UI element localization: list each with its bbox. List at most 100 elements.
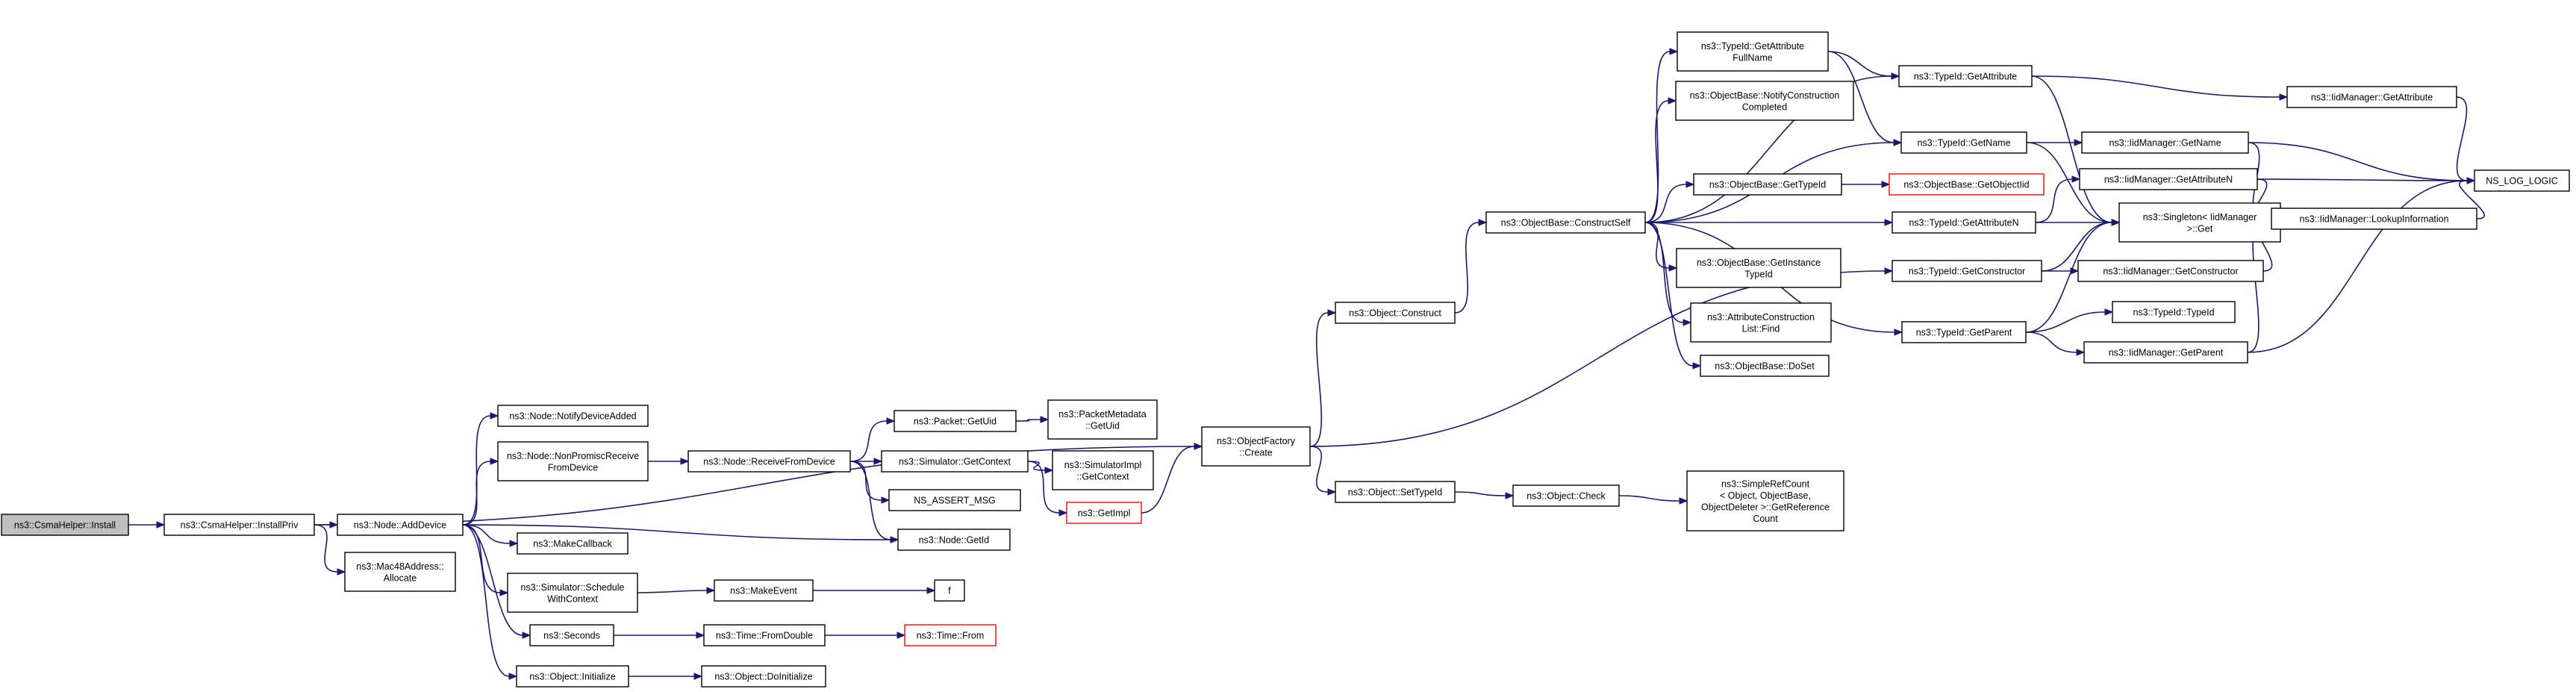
edge-line <box>462 524 891 540</box>
node-objectbase-notifyconstructioncompleted[interactable]: ns3::ObjectBase::NotifyConstructionCompl… <box>1675 81 1854 121</box>
edge-iidmanager-getattributen-to-ns-log-logic <box>2257 177 2476 184</box>
node-objectbase-gettypeid[interactable]: ns3::ObjectBase::GetTypeId <box>1693 173 1842 196</box>
node-iidmanager-getattribute[interactable]: ns3::IidManager::GetAttribute <box>2286 86 2457 108</box>
node-box <box>2081 131 2249 154</box>
node-typeid-getparent[interactable]: ns3::TypeId::GetParent <box>1901 321 2027 343</box>
edge-line <box>462 524 510 677</box>
node-label: NS_ASSERT_MSG <box>914 496 996 506</box>
node-typeid-getattributen[interactable]: ns3::TypeId::GetAttributeN <box>1892 211 2036 234</box>
edge-line <box>2031 75 2112 223</box>
node-typeid-getattribute[interactable]: ns3::TypeId::GetAttribute <box>1898 65 2033 87</box>
edge-iidmanager-getname-to-ns-log-logic <box>2248 142 2476 184</box>
node-iidmanager-lookupinformation[interactable]: ns3::IidManager::LookupInformation <box>2271 208 2477 230</box>
node-box <box>1 514 129 536</box>
node-makecallback[interactable]: ns3::MakeCallback <box>517 532 629 555</box>
node-ns-log-logic[interactable]: NS_LOG_LOGIC <box>2474 169 2570 192</box>
node-objectfactory-create[interactable]: ns3::ObjectFactory::Create <box>1201 426 1311 467</box>
node-objectbase-constructself[interactable]: ns3::ObjectBase::ConstructSelf <box>1485 211 1646 234</box>
edge-line <box>2041 222 2112 272</box>
node-box <box>344 552 456 592</box>
node-typeid-getname[interactable]: ns3::TypeId::GetName <box>1900 131 2027 154</box>
node-objectbase-getobjectiid[interactable]: ns3::ObjectBase::GetObjectIid <box>1889 173 2045 196</box>
node-csmahelper-installpriv[interactable]: ns3::CsmaHelper::InstallPriv <box>163 514 315 536</box>
node-iidmanager-getname[interactable]: ns3::IidManager::GetName <box>2081 131 2249 154</box>
node-time-fromdouble[interactable]: ns3::Time::FromDouble <box>703 624 826 646</box>
node-simplerefcount-getreferencecount[interactable]: ns3::SimpleRefCount< Object, ObjectBase,… <box>1686 470 1844 532</box>
node-box <box>1690 302 1832 343</box>
arrowhead <box>1682 319 1692 326</box>
node-typeid-getconstructor[interactable]: ns3::TypeId::GetConstructor <box>1892 260 2042 282</box>
edge-object-construct-to-objectbase-constructself <box>1454 219 1488 314</box>
arrowhead <box>1692 362 1702 370</box>
node-box <box>1201 426 1311 467</box>
edge-line <box>2257 178 2468 181</box>
node-box <box>1675 81 1854 121</box>
node-label: ns3::ObjectFactory <box>1217 436 1296 446</box>
node-node-adddevice[interactable]: ns3::Node::AddDevice <box>337 514 464 536</box>
node-object-doinitialize[interactable]: ns3::Object::DoInitialize <box>701 665 826 688</box>
node-getimpl[interactable]: ns3::GetImpl <box>1066 502 1142 524</box>
node-csmahelper-install[interactable]: ns3::CsmaHelper::Install <box>1 514 129 536</box>
node-iidmanager-getattributen[interactable]: ns3::IidManager::GetAttributeN <box>2079 168 2258 190</box>
node-object-check[interactable]: ns3::Object::Check <box>1512 484 1620 507</box>
node-object-initialize[interactable]: ns3::Object::Initialize <box>516 665 629 688</box>
node-packetmetadata-getuid[interactable]: ns3::PacketMetadata::GetUid <box>1047 399 1158 440</box>
edge-objectbase-constructself-to-objectbase-notifyconstructioncompleted <box>1644 97 1677 223</box>
node-box <box>517 532 629 555</box>
edge-iidmanager-getattribute-to-ns-log-logic <box>2456 96 2476 184</box>
node-label: ns3::IidManager::GetAttribute <box>2311 93 2433 103</box>
node-object-settypeid[interactable]: ns3::Object::SetTypeId <box>1335 481 1456 503</box>
edge-simulator-schedulewithcontext-to-makeevent <box>637 587 716 594</box>
node-label: ns3::MakeEvent <box>730 586 797 596</box>
edge-objectbase-constructself-to-objectbase-gettypeid <box>1644 181 1695 223</box>
node-node-receivefromdevice[interactable]: ns3::Node::ReceiveFromDevice <box>687 450 851 473</box>
arrowhead <box>693 673 703 680</box>
node-label: ns3::CsmaHelper::InstallPriv <box>181 520 299 531</box>
arrowhead <box>696 632 705 639</box>
node-singleton-iidmanager-get[interactable]: ns3::Singleton< IidManager >::Get <box>2118 202 2281 243</box>
edge-csmahelper-install-to-csmahelper-installpriv <box>128 521 166 529</box>
node-mac48address-allocate[interactable]: ns3::Mac48Address::Allocate <box>344 552 456 592</box>
edge-line <box>1141 446 1195 514</box>
node-makeevent[interactable]: ns3::MakeEvent <box>714 579 814 602</box>
node-label: ns3::Object::DoInitialize <box>714 672 812 682</box>
edge-line <box>2035 178 2073 223</box>
node-typeid-typeid[interactable]: ns3::TypeId::TypeId <box>2112 301 2236 323</box>
node-iidmanager-getconstructor[interactable]: ns3::IidManager::GetConstructor <box>2077 260 2264 282</box>
node-label: ns3::IidManager::LookupInformation <box>2299 214 2448 225</box>
edge-node-adddevice-to-node-notifydeviceadded <box>462 412 499 526</box>
edge-line <box>2025 222 2112 333</box>
arrowhead <box>490 458 499 465</box>
arrowhead <box>522 632 531 639</box>
node-box <box>1892 211 2036 234</box>
node-ns-assert-msg[interactable]: NS_ASSERT_MSG <box>888 489 1021 511</box>
node-label: ns3::Node::AddDevice <box>354 520 446 531</box>
edge-node-adddevice-to-simulator-schedulewithcontext <box>462 524 509 596</box>
node-label: ns3::Object::SetTypeId <box>1348 487 1443 498</box>
node-node-getid[interactable]: ns3::Node::GetId <box>897 529 1011 551</box>
node-box <box>1677 31 1829 72</box>
node-iidmanager-getparent[interactable]: ns3::IidManager::GetParent <box>2083 341 2248 364</box>
node-f[interactable]: f <box>934 579 965 602</box>
node-object-construct[interactable]: ns3::Object::Construct <box>1335 302 1456 324</box>
edge-line <box>1644 184 1687 223</box>
node-objectbase-doset[interactable]: ns3::ObjectBase::DoSet <box>1700 355 1830 377</box>
node-packet-getuid[interactable]: ns3::Packet::GetUid <box>894 410 1017 432</box>
node-time-from[interactable]: ns3::Time::From <box>904 624 997 646</box>
node-simulator-getcontext[interactable]: ns3::Simulator::GetContext <box>881 450 1029 473</box>
edge-line <box>1454 222 1479 314</box>
edge-line <box>1309 312 1329 447</box>
arrowhead <box>508 673 518 680</box>
node-seconds[interactable]: ns3::Seconds <box>529 624 614 646</box>
node-node-notifydeviceadded[interactable]: ns3::Node::NotifyDeviceAdded <box>497 405 649 427</box>
edge-objectbase-constructself-to-typeid-getattributen <box>1645 219 1894 226</box>
node-label: ns3::IidManager::GetName <box>2109 138 2221 149</box>
node-simulatorimpl-getcontext[interactable]: ns3::SimulatorImpl::GetContext <box>1052 450 1154 490</box>
edge-objectbase-gettypeid-to-objectbase-getobjectiid <box>1841 181 1891 188</box>
arrowhead <box>706 587 716 594</box>
